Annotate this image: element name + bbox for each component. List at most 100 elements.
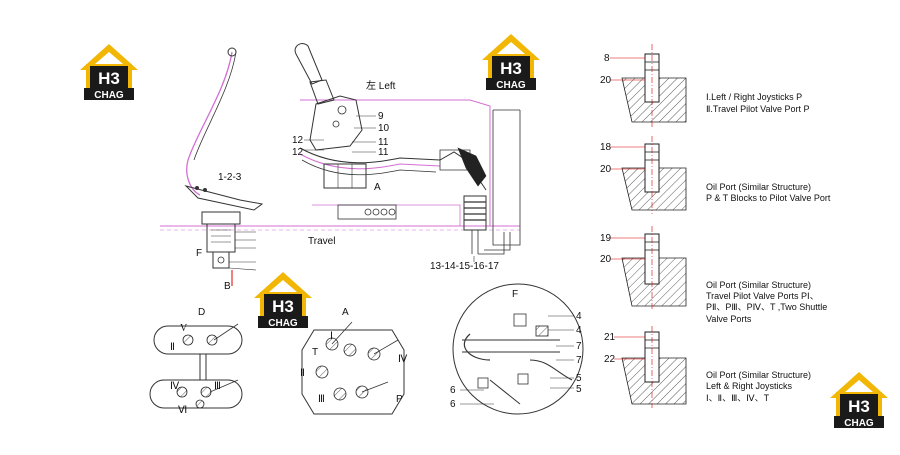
port-label-III: Ⅲ bbox=[214, 381, 221, 392]
view-F-title: F bbox=[512, 289, 518, 300]
section-3-caption-line-2: Travel Pilot Valve Ports PⅠ、 bbox=[706, 291, 819, 301]
port-section-2: 18 20 Oil Port (Similar Structure) P & T… bbox=[600, 136, 831, 214]
port-label-III: Ⅲ bbox=[318, 394, 325, 405]
watermark-logo: H3 CHAG bbox=[830, 372, 888, 429]
svg-text:H3: H3 bbox=[98, 69, 120, 88]
section-4-caption-line-1: Oil Port (Similar Structure) bbox=[706, 370, 811, 380]
view-D-title: D bbox=[198, 307, 205, 318]
travel-valve-top bbox=[201, 211, 241, 225]
console-outline bbox=[312, 204, 461, 226]
section-4-caption-line-2: Left & Right Joysticks bbox=[706, 381, 793, 391]
section-1-caption-line-1: Ⅰ.Left / Right Joysticks P bbox=[706, 92, 802, 102]
section-3-caption-line-3: PⅡ、PⅢ、PⅣ、T ,Two Shuttle bbox=[706, 302, 827, 312]
watermark-logo: H3 CHAG bbox=[80, 44, 138, 101]
port-section-4: 21 22 Oil Port (Similar Structure) Left … bbox=[604, 326, 811, 408]
callout-4: 4 bbox=[576, 311, 582, 322]
valve-stack bbox=[463, 195, 487, 231]
joystick-hoses bbox=[299, 147, 487, 191]
view-A-title: A bbox=[342, 307, 349, 318]
joystick-boot bbox=[309, 79, 335, 105]
label-view-F: F bbox=[196, 248, 202, 259]
travel-lever bbox=[186, 51, 233, 196]
port-label-V: V bbox=[180, 323, 188, 334]
joystick-hose-pink bbox=[299, 153, 441, 170]
travel-pedal bbox=[184, 185, 264, 211]
view-A: A Ⅰ T Ⅱ Ⅲ Ⅳ P bbox=[300, 307, 408, 415]
joystick-base bbox=[309, 95, 363, 151]
svg-text:H3: H3 bbox=[848, 397, 870, 416]
callout-4: 4 bbox=[576, 325, 582, 336]
callout-22: 22 bbox=[604, 354, 616, 365]
svg-text:CHAG: CHAG bbox=[496, 80, 526, 91]
label-left: 左 Left bbox=[366, 79, 396, 92]
port-label-T: T bbox=[312, 347, 318, 358]
callout-19: 19 bbox=[600, 233, 612, 244]
callout-range-13-17: 13-14-15-16-17 bbox=[430, 261, 499, 272]
port-section-3: 19 20 Oil Port (Similar Structure) Trave… bbox=[600, 226, 827, 324]
section-1-caption-line-2: Ⅱ.Travel Pilot Valve Port P bbox=[706, 104, 809, 114]
callout-7: 7 bbox=[576, 341, 582, 352]
callout-6: 6 bbox=[450, 385, 456, 396]
callout-6: 6 bbox=[450, 399, 456, 410]
callout-12: 12 bbox=[292, 135, 304, 146]
callout-18: 18 bbox=[600, 142, 612, 153]
label-view-A: A bbox=[374, 182, 381, 193]
label-travel: Travel bbox=[308, 236, 335, 247]
callout-10: 10 bbox=[378, 123, 390, 134]
travel-valve-ports bbox=[212, 251, 230, 269]
port-label-IV: Ⅳ bbox=[398, 354, 408, 365]
callout-9: 9 bbox=[378, 111, 384, 122]
joystick-base-plate bbox=[301, 329, 405, 415]
section-views: 8 20 Ⅰ.Left / Right Joysticks P Ⅱ.Travel… bbox=[600, 44, 831, 408]
watermark-logo: H3 CHAG bbox=[482, 34, 540, 91]
callout-20: 20 bbox=[600, 164, 612, 175]
section-4-caption-line-3: Ⅰ、Ⅱ、Ⅲ、Ⅳ、T bbox=[706, 393, 770, 403]
callout-20: 20 bbox=[600, 254, 612, 265]
joystick-grip bbox=[294, 43, 323, 85]
p-t-block bbox=[337, 204, 397, 220]
port-section-1: 8 20 Ⅰ.Left / Right Joysticks P Ⅱ.Travel… bbox=[600, 44, 809, 128]
view-F: F 4 4 7 7 5 5 6 6 bbox=[450, 283, 584, 415]
port-label-II: Ⅱ bbox=[300, 368, 305, 379]
watermark-logo: H3 CHAG bbox=[254, 272, 312, 329]
callout-11: 11 bbox=[378, 147, 389, 158]
pedal-bolt bbox=[195, 186, 199, 190]
callout-21: 21 bbox=[604, 332, 616, 343]
main-assembly-view: 左 Left Travel A F B 1-2-3 9 10 11 11 12 … bbox=[160, 43, 521, 292]
valve-plate-lower bbox=[149, 379, 243, 409]
svg-text:H3: H3 bbox=[500, 59, 522, 78]
svg-text:CHAG: CHAG bbox=[94, 90, 124, 101]
detail-circle bbox=[452, 283, 584, 415]
port-label-I: Ⅰ bbox=[330, 331, 333, 342]
section-2-caption-line-1: Oil Port (Similar Structure) bbox=[706, 182, 811, 192]
callout-8: 8 bbox=[604, 53, 610, 64]
port-label-VI: Ⅵ bbox=[178, 405, 187, 416]
label-parts-1-2-3: 1-2-3 bbox=[218, 172, 242, 183]
console-block bbox=[323, 163, 367, 189]
section-3-caption-line-1: Oil Port (Similar Structure) bbox=[706, 280, 811, 290]
port-label-IV: Ⅳ bbox=[170, 381, 180, 392]
callout-12: 12 bbox=[292, 147, 304, 158]
lever-knob bbox=[227, 47, 237, 57]
view-D: D V Ⅱ Ⅳ Ⅲ Ⅵ bbox=[149, 307, 243, 416]
pedal-bolt bbox=[203, 188, 207, 192]
travel-lever-edge bbox=[193, 51, 237, 161]
cab-outline bbox=[300, 99, 491, 226]
label-view-B: B bbox=[224, 281, 231, 292]
svg-text:CHAG: CHAG bbox=[268, 318, 298, 329]
hose-bend bbox=[457, 147, 487, 187]
callout-7: 7 bbox=[576, 355, 582, 366]
valve-plate-upper bbox=[153, 325, 243, 355]
port-label-II: Ⅱ bbox=[170, 342, 175, 353]
callout-5: 5 bbox=[576, 373, 582, 384]
section-3-caption-line-4: Valve Ports bbox=[706, 314, 752, 324]
svg-text:CHAG: CHAG bbox=[844, 418, 874, 429]
section-2-caption-line-2: P & T Blocks to Pilot Valve Port bbox=[706, 193, 831, 203]
callout-11: 11 bbox=[378, 137, 389, 148]
travel-valve-body bbox=[206, 223, 236, 253]
svg-text:H3: H3 bbox=[272, 297, 294, 316]
bulkhead bbox=[492, 110, 521, 246]
port-label-P: P bbox=[396, 394, 403, 405]
